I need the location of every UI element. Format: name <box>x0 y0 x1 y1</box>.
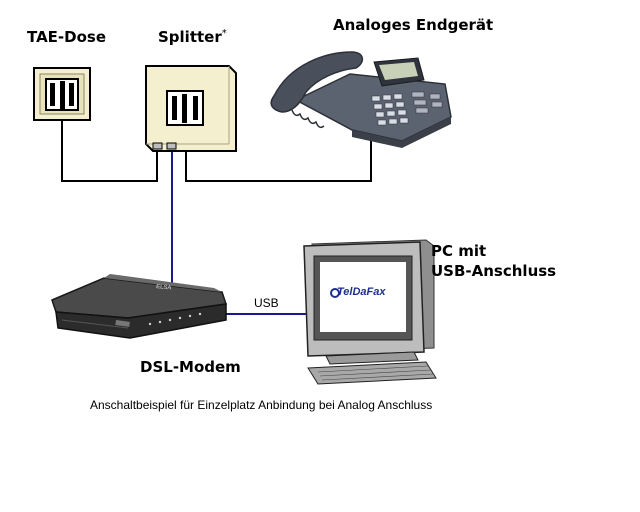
dsl-modem-label: DSL-Modem <box>140 358 241 376</box>
phone-cables <box>61 118 372 182</box>
splitter-port-tae <box>152 142 163 150</box>
teldafax-logo-icon <box>330 288 340 298</box>
modem-brand-mark: ELSA <box>156 284 172 292</box>
teldafax-brand-text: TelDaFax <box>337 286 386 298</box>
pc-icon <box>303 239 437 385</box>
pc-label-line2: USB-Anschluss <box>431 262 557 280</box>
telephone-icon <box>270 51 452 148</box>
diagram-caption: Anschaltbeispiel für Einzelplatz Anbindu… <box>90 398 433 412</box>
dsl-modem-icon: ELSA <box>51 274 227 339</box>
tae-to-splitter-cable <box>61 118 158 182</box>
splitter-to-phone-cable <box>185 140 372 182</box>
tae-dose-label: TAE-Dose <box>27 28 107 46</box>
splitter-icon <box>145 65 237 152</box>
splitter-label: Splitter* <box>158 28 227 46</box>
splitter-port-ntbba <box>166 142 177 150</box>
splitter-label-text: Splitter <box>158 28 222 46</box>
analog-device-label: Analoges Endgerät <box>333 16 494 34</box>
tae-socket-icon <box>33 67 91 121</box>
pc-label-line1: PC mit <box>431 242 487 260</box>
splitter-footnote-mark: * <box>221 28 227 39</box>
usb-label: USB <box>254 296 279 310</box>
